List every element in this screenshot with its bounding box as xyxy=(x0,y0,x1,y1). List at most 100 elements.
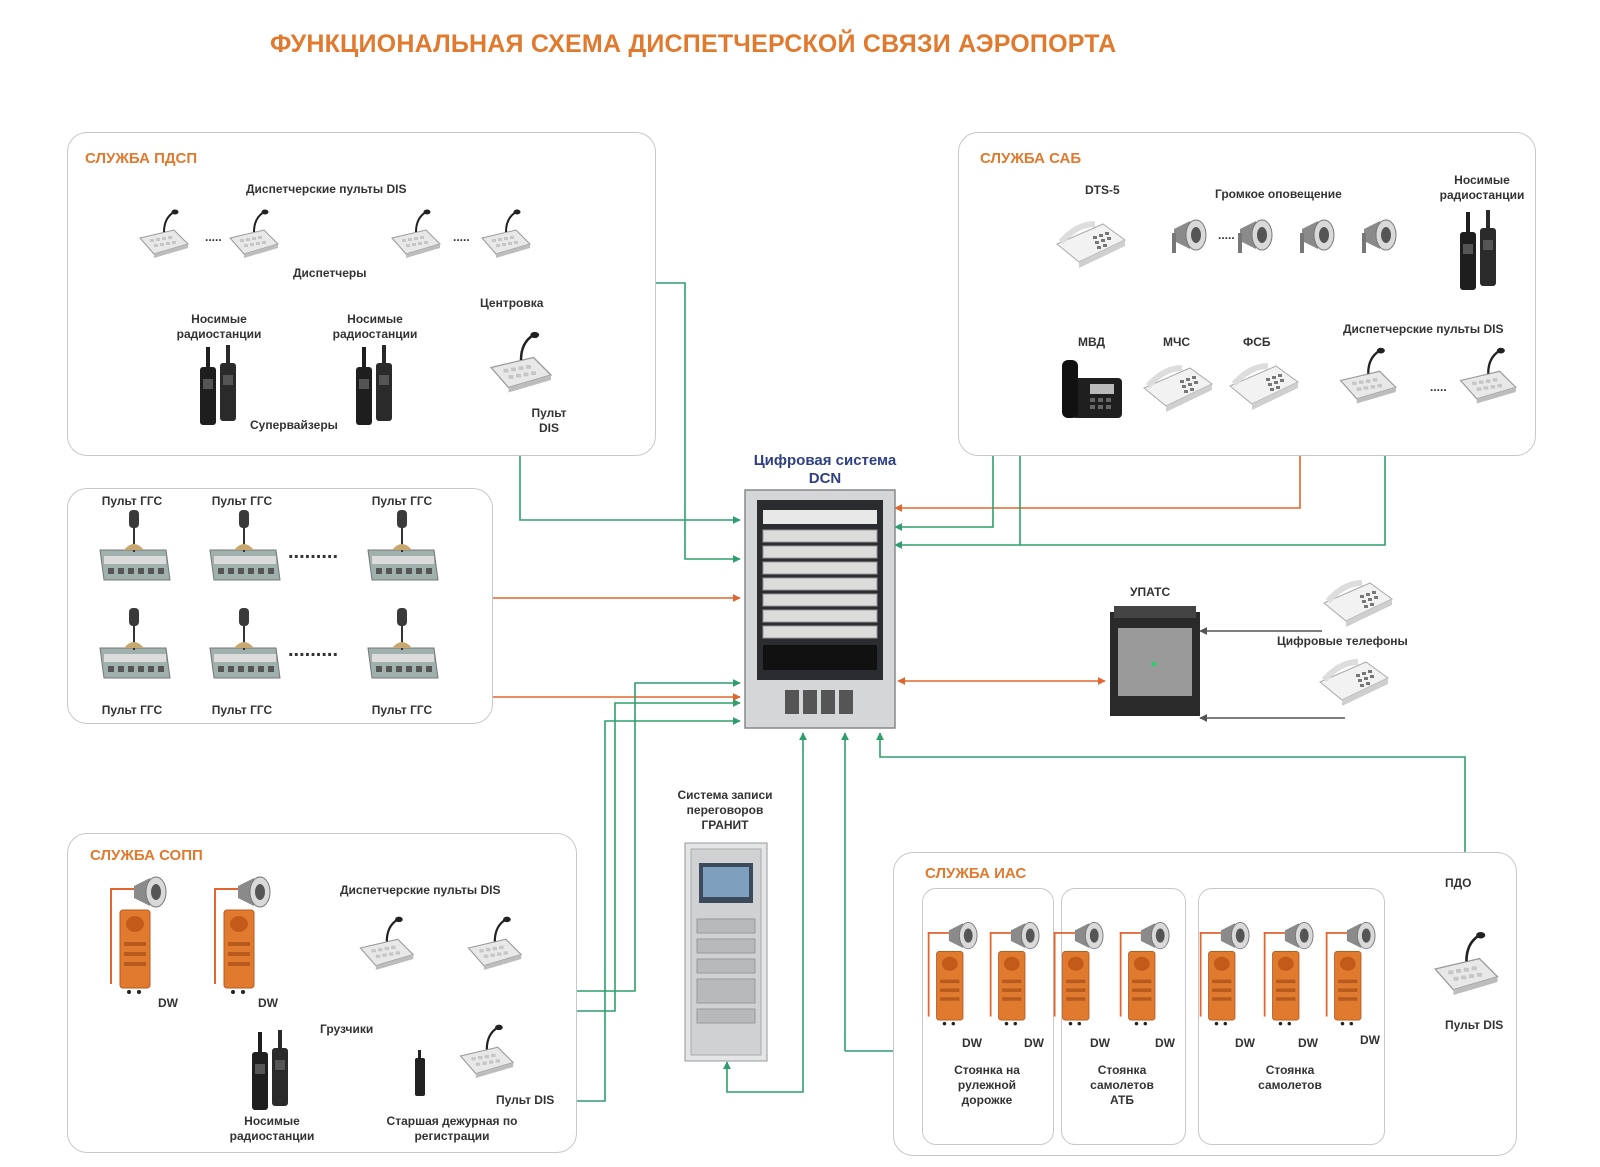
sopp-consoles-label: Диспетчерские пульты DIS xyxy=(340,883,501,897)
pdsp-pult-dis-label: Пульт DIS xyxy=(531,406,567,435)
dw-station-icon xyxy=(109,876,167,995)
wire-pdo xyxy=(876,732,1469,911)
ggs-console-icon xyxy=(99,607,171,679)
ggs-top-label-2: Пульт ГГС xyxy=(211,494,273,508)
pdsp-radios-2-label: Носимые радиостанции xyxy=(332,312,418,341)
sab-fsb-label: ФСБ xyxy=(1243,335,1271,349)
pdsp-dispatchers-label: Диспетчеры xyxy=(293,266,367,280)
horn-speaker-icon xyxy=(1237,219,1273,254)
ias-dw-4: DW xyxy=(1155,1036,1175,1050)
radio-icon xyxy=(200,345,236,425)
page-title: ФУНКЦИОНАЛЬНАЯ СХЕМА ДИСПЕТЧЕРСКОЙ СВЯЗИ… xyxy=(270,30,1117,58)
dcn-label-line2: DCN xyxy=(808,470,842,487)
sopp-loaders-label: Грузчики xyxy=(320,1022,374,1036)
ias-group-3-label: Стоянка самолетов xyxy=(1258,1063,1322,1092)
ggs-console-icon xyxy=(367,607,439,679)
pdsp-centrovka-label: Центровка xyxy=(480,296,544,310)
ias-dw-3: DW xyxy=(1090,1036,1110,1050)
panel-sab xyxy=(958,132,1536,456)
ggs-dots-bottom: ......... xyxy=(288,639,339,661)
ggs-console-icon xyxy=(209,509,281,581)
console-icon xyxy=(1459,346,1517,405)
console-icon xyxy=(359,915,415,972)
console-icon xyxy=(1433,930,1499,997)
panel-pdsp-title: СЛУЖБА ПДСП xyxy=(85,150,198,167)
dcn-rack-icon xyxy=(744,489,896,729)
wire-services-trunk xyxy=(894,444,994,531)
horn-speaker-icon xyxy=(1299,219,1335,254)
desk-phone-icon xyxy=(1322,577,1382,625)
ias-group-2-label: Стоянка самолетов АТБ xyxy=(1090,1063,1154,1107)
ias-dw-1: DW xyxy=(962,1036,982,1050)
console-icon xyxy=(139,208,189,259)
recorder-rack-icon xyxy=(684,842,768,1062)
wire-sab-con-trunk xyxy=(1020,444,1386,546)
radio-icon xyxy=(356,345,392,425)
pdsp-dots-2: ..... xyxy=(453,230,470,244)
granit-line1: Система записи xyxy=(677,788,773,802)
console-icon xyxy=(1339,346,1397,405)
upats-phones-label: Цифровые телефоны xyxy=(1277,634,1408,648)
horn-speaker-icon xyxy=(1361,219,1397,254)
sopp-radios-label: Носимые радиостанции xyxy=(229,1114,315,1143)
granit-line3: ГРАНИТ xyxy=(701,818,749,832)
panel-sopp-title: СЛУЖБА СОПП xyxy=(90,847,203,864)
ias-dw-7: DW xyxy=(1360,1033,1380,1047)
radio-icon xyxy=(1460,210,1496,290)
ias-dw-5: DW xyxy=(1235,1036,1255,1050)
ias-dw-2: DW xyxy=(1024,1036,1044,1050)
wire-sopp-pult xyxy=(550,717,741,1102)
dw-station-icon xyxy=(213,876,271,995)
radio-icon xyxy=(252,1030,288,1110)
ggs-bottom-label-2: Пульт ГГС xyxy=(211,703,273,717)
sab-consoles-label: Диспетчерские пульты DIS xyxy=(1343,322,1504,336)
pbx-icon xyxy=(1110,606,1200,716)
sab-dts5-label: DTS-5 xyxy=(1085,183,1120,197)
dw-station-icon xyxy=(1325,921,1376,1026)
dw-station-icon xyxy=(1053,921,1104,1026)
desk-phone-icon xyxy=(1228,360,1290,420)
sab-dots: ..... xyxy=(1218,228,1235,242)
console-icon xyxy=(391,208,441,259)
black-phone-icon xyxy=(1062,360,1122,418)
dcn-label: Цифровая система DCN xyxy=(730,452,920,488)
ggs-bottom-label-1: Пульт ГГС xyxy=(101,703,163,717)
ggs-console-icon xyxy=(367,509,439,581)
pdsp-radios-1-label: Носимые радиостанции xyxy=(176,312,262,341)
ggs-top-label-1: Пульт ГГС xyxy=(101,494,163,508)
panel-ggs xyxy=(67,488,493,724)
pdsp-dots-1: ..... xyxy=(205,230,222,244)
ias-pdo-label: ПДО xyxy=(1445,876,1472,890)
desk-phone-icon xyxy=(1318,656,1388,714)
console-icon xyxy=(467,915,523,972)
pdsp-consoles-label: Диспетчерские пульты DIS xyxy=(246,182,407,196)
panel-sab-title: СЛУЖБА САБ xyxy=(980,150,1082,167)
sopp-pult-dis-label: Пульт DIS xyxy=(496,1093,555,1107)
sab-dots-2: ..... xyxy=(1430,380,1447,394)
granit-label: Система записи переговоров ГРАНИТ xyxy=(678,788,773,833)
sab-loud-label: Громкое оповещение xyxy=(1215,187,1342,201)
ggs-dots-top: ......... xyxy=(288,541,339,563)
dw-station-icon xyxy=(927,921,978,1026)
dcn-label-line1: Цифровая система xyxy=(753,452,897,469)
ggs-console-icon xyxy=(99,509,171,581)
ggs-console-icon xyxy=(209,607,281,679)
ias-dw-6: DW xyxy=(1298,1036,1318,1050)
pdsp-supervisors-label: Супервайзеры xyxy=(250,418,338,432)
console-icon xyxy=(459,1023,515,1080)
sopp-dw-2: DW xyxy=(258,996,278,1010)
sab-radios-label: Носимые радиостанции xyxy=(1439,173,1525,202)
sopp-senior-label: Старшая дежурная по регистрации xyxy=(386,1114,518,1143)
dw-station-icon xyxy=(1263,921,1314,1026)
sopp-dw-1: DW xyxy=(158,996,178,1010)
ggs-bottom-label-3: Пульт ГГС xyxy=(371,703,433,717)
radio-icon xyxy=(415,1050,425,1096)
panel-ias-title: СЛУЖБА ИАС xyxy=(925,865,1027,882)
dw-station-icon xyxy=(1119,921,1170,1026)
desk-phone-icon xyxy=(1142,362,1214,420)
sab-mchs-label: МЧС xyxy=(1163,335,1191,349)
dw-station-icon xyxy=(1199,921,1250,1026)
desk-phone-icon xyxy=(1055,218,1141,270)
granit-line2: переговоров xyxy=(686,803,764,817)
